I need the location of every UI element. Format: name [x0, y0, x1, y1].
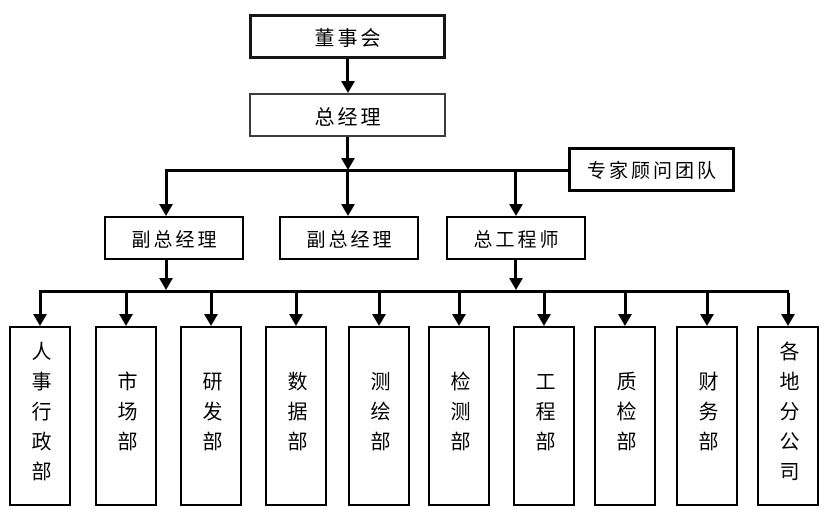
dept-marketing-label: 市场部 — [114, 371, 138, 461]
arrowhead-dept-10 — [781, 314, 795, 326]
chief-engineer-label: 总工程师 — [473, 228, 562, 251]
dept-inspection-label: 检测部 — [447, 371, 471, 461]
connector-board-gm — [346, 59, 349, 83]
dept-data-node: 数据部 — [265, 326, 327, 506]
dept-engineering-node: 工程部 — [513, 326, 575, 506]
dept-hr-admin-label: 人事行政部 — [28, 341, 52, 491]
deputy-gm-1-label: 副总经理 — [131, 228, 220, 251]
board-of-directors-label: 董事会 — [314, 26, 384, 50]
arrowhead-deptbus-left — [159, 278, 173, 290]
connector-dept-10 — [787, 293, 790, 315]
arrowhead-upper-bus — [341, 158, 355, 170]
connector-dept-6 — [458, 293, 461, 315]
connector-deputy1-deptbus — [165, 260, 168, 279]
dept-surveying-label: 测绘部 — [367, 371, 391, 461]
connector-dept-1 — [39, 293, 42, 315]
upper-bus-line — [165, 169, 569, 172]
connector-bus-deputy2 — [346, 172, 349, 205]
deputy-gm-1-node: 副总经理 — [104, 216, 244, 260]
arrowhead-dept-2 — [119, 314, 133, 326]
connector-bus-chief — [514, 172, 517, 205]
arrowhead-deptbus-right — [509, 278, 523, 290]
general-manager-node: 总经理 — [249, 93, 446, 137]
arrowhead-dept-7 — [537, 314, 551, 326]
connector-chief-deptbus — [514, 260, 517, 279]
arrowhead-dept-6 — [452, 314, 466, 326]
dept-rnd-node: 研发部 — [180, 326, 242, 506]
general-manager-label: 总经理 — [314, 104, 384, 129]
arrowhead-dept-8 — [618, 314, 632, 326]
connector-dept-7 — [543, 293, 546, 315]
dept-rnd-label: 研发部 — [199, 371, 223, 461]
arrowhead-dept-3 — [204, 314, 218, 326]
dept-surveying-node: 测绘部 — [348, 326, 410, 506]
dept-branches-label: 各地分公司 — [776, 341, 800, 491]
dept-data-label: 数据部 — [284, 371, 308, 461]
arrowhead-deputy1 — [159, 204, 173, 216]
arrowhead-dept-1 — [33, 314, 47, 326]
connector-dept-9 — [706, 293, 709, 315]
advisor-team-node: 专家顾问团队 — [568, 147, 735, 192]
arrowhead-chief — [509, 204, 523, 216]
arrowhead-dept-9 — [700, 314, 714, 326]
department-bus-line — [39, 290, 789, 293]
dept-hr-admin-node: 人事行政部 — [9, 326, 71, 506]
connector-bus-deputy1 — [165, 172, 168, 205]
board-of-directors-node: 董事会 — [249, 14, 446, 59]
dept-branches-node: 各地分公司 — [757, 326, 819, 506]
chief-engineer-node: 总工程师 — [446, 216, 586, 260]
connector-gm-bus — [346, 137, 349, 159]
connector-dept-8 — [624, 293, 627, 315]
connector-dept-3 — [210, 293, 213, 315]
dept-marketing-node: 市场部 — [95, 326, 157, 506]
advisor-team-label: 专家顾问团队 — [586, 160, 719, 182]
dept-quality-node: 质检部 — [594, 326, 656, 506]
dept-quality-label: 质检部 — [613, 371, 637, 461]
dept-finance-node: 财务部 — [676, 326, 738, 506]
arrowhead-gm — [341, 81, 355, 93]
arrowhead-dept-5 — [372, 314, 386, 326]
connector-dept-5 — [378, 293, 381, 315]
connector-dept-2 — [125, 293, 128, 315]
deputy-gm-2-label: 副总经理 — [306, 228, 395, 251]
connector-dept-4 — [295, 293, 298, 315]
deputy-gm-2-node: 副总经理 — [279, 216, 419, 260]
dept-inspection-node: 检测部 — [428, 326, 490, 506]
arrowhead-dept-4 — [289, 314, 303, 326]
dept-finance-label: 财务部 — [695, 371, 719, 461]
dept-engineering-label: 工程部 — [532, 371, 556, 461]
arrowhead-deputy2 — [341, 204, 355, 216]
